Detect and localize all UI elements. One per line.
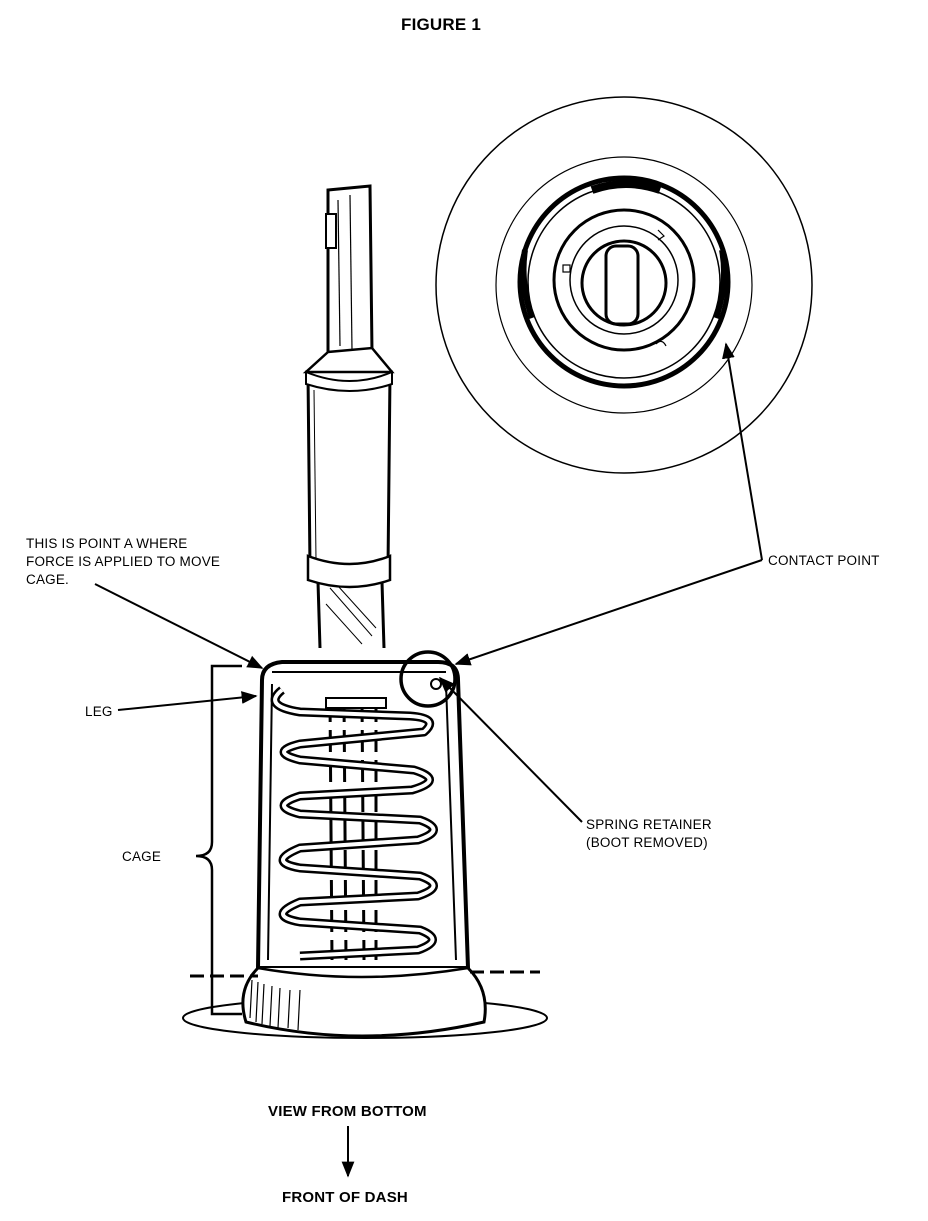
spring-retainer-label-line2: (BOOT REMOVED)	[586, 835, 708, 850]
cage-brace	[195, 664, 242, 1016]
contact-point-circle	[399, 650, 457, 708]
leg-label: LEG	[85, 704, 113, 719]
leader-lines	[94, 342, 763, 1178]
point-a-label-line2: FORCE IS APPLIED TO MOVE	[26, 554, 221, 569]
front-of-dash-label: FRONT OF DASH	[282, 1189, 408, 1206]
bottom-view-inset	[435, 96, 813, 474]
figure-title: FIGURE 1	[401, 15, 482, 34]
point-a-label-line1: THIS IS POINT A WHERE	[26, 536, 188, 551]
contact-point-label: CONTACT POINT	[768, 553, 880, 568]
view-from-bottom-label: VIEW FROM BOTTOM	[268, 1103, 427, 1120]
cage-label: CAGE	[122, 849, 162, 864]
shaft	[302, 184, 395, 649]
base	[182, 966, 548, 1039]
cage	[255, 660, 471, 970]
spring-retainer-label-line1: SPRING RETAINER	[586, 817, 712, 832]
point-a-label-line3: CAGE.	[26, 572, 70, 587]
